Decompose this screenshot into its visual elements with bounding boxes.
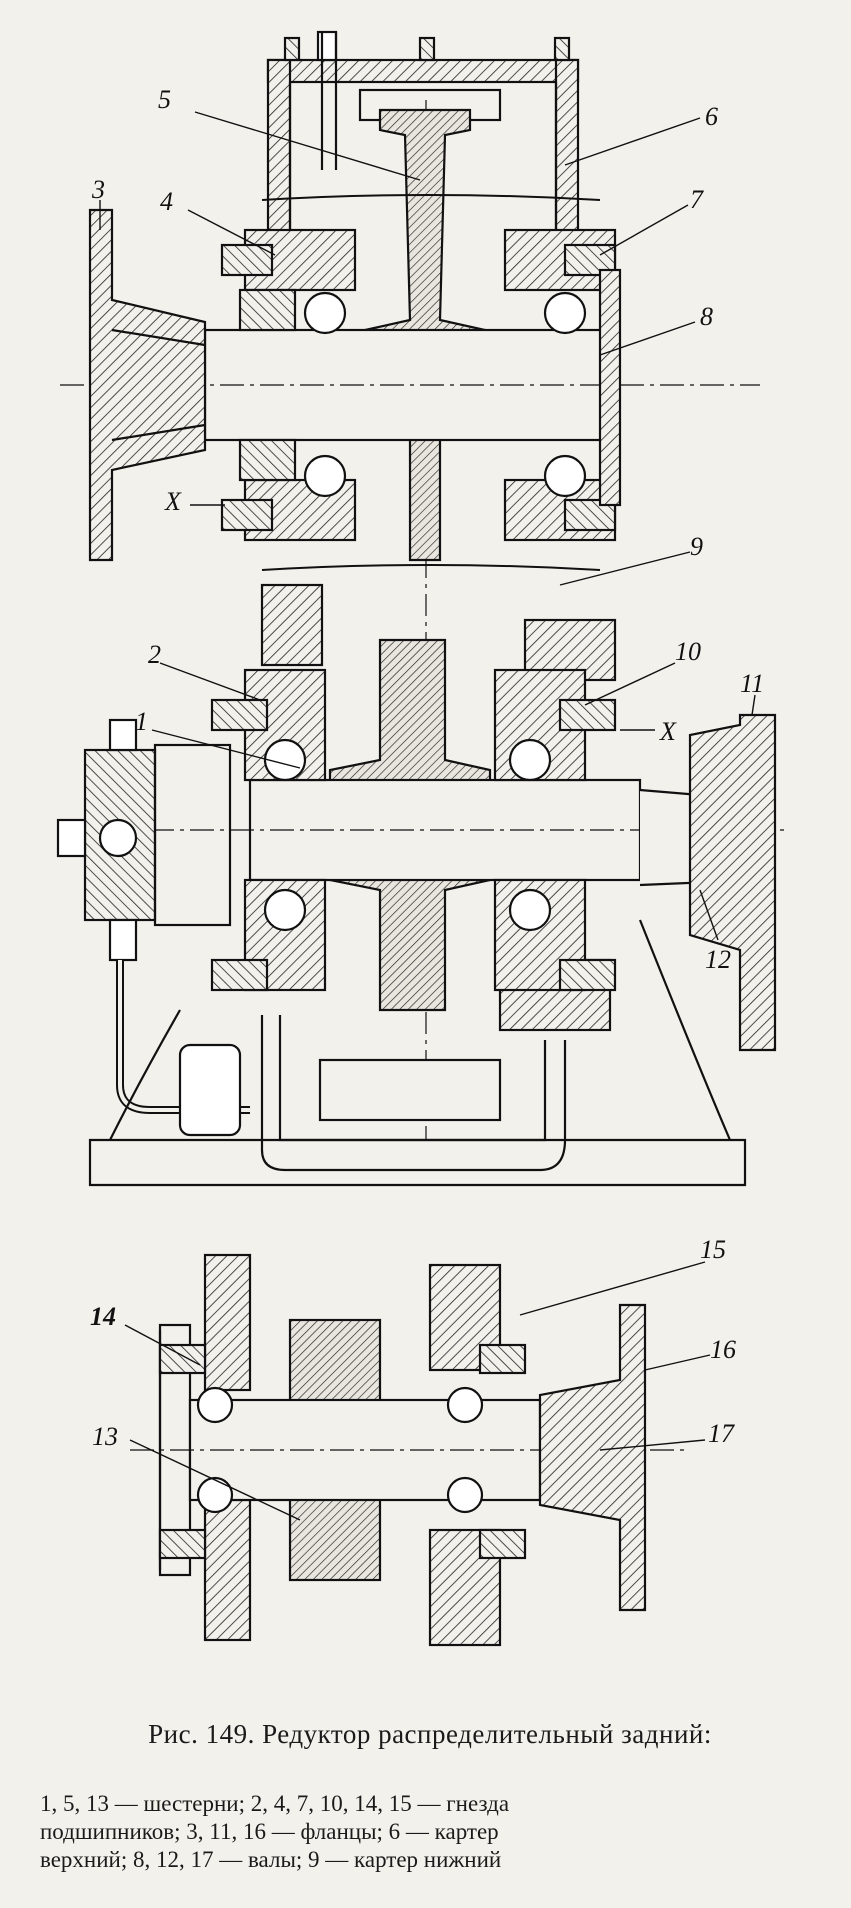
figure-caption: Рис. 149. Редуктор распределительный зад… (148, 1719, 712, 1749)
label-9: 9 (690, 532, 703, 561)
label-2: 2 (148, 640, 161, 669)
bearing-housing-15 (446, 1343, 527, 1560)
label-5: 5 (158, 85, 171, 114)
label-15: 15 (700, 1235, 726, 1264)
bearing-housing-10 (493, 668, 617, 992)
mounting-base (88, 919, 747, 1187)
label-x-left: X (164, 487, 182, 516)
shaft-8 (60, 328, 760, 442)
label-10: 10 (675, 637, 701, 666)
bearing-housing-14 (158, 1343, 234, 1560)
label-3: 3 (91, 175, 105, 204)
label-17: 17 (708, 1419, 735, 1448)
flange-11 (688, 713, 777, 1052)
label-1: 1 (135, 707, 148, 736)
label-16: 16 (710, 1335, 736, 1364)
shaft-12 (70, 778, 790, 887)
bearing-housing-2 (210, 668, 327, 992)
bearing-housing-4 (220, 228, 357, 542)
gap-x-markers (190, 504, 655, 731)
flange-16 (538, 1303, 647, 1612)
label-6: 6 (705, 102, 718, 131)
bearing-housing-7 (503, 228, 622, 542)
legend-line-3: верхний; 8, 12, 17 — валы; 9 — картер ни… (40, 1847, 502, 1872)
label-11: 11 (740, 669, 764, 698)
speedometer-drive (56, 718, 250, 1137)
legend-line-1: 1, 5, 13 — шестерни; 2, 4, 7, 10, 14, 15… (40, 1791, 510, 1816)
leader-lines (99, 111, 756, 1521)
label-8: 8 (700, 302, 713, 331)
gearbox-drawing: 5 6 3 4 7 8 X 9 10 2 1 X 11 12 15 14 16 … (56, 30, 790, 1647)
figure-legend: 1, 5, 13 — шестерни; 2, 4, 7, 10, 14, 15… (40, 1790, 830, 1874)
label-14: 14 (90, 1302, 116, 1331)
label-x-right: X (659, 717, 677, 746)
label-7: 7 (690, 185, 704, 214)
label-13: 13 (92, 1422, 118, 1451)
label-4: 4 (160, 187, 173, 216)
part-labels: 5 6 3 4 7 8 X 9 10 2 1 X 11 12 15 14 16 … (90, 85, 764, 1451)
upper-housing-6 (266, 30, 580, 262)
legend-line-2: подшипников; 3, 11, 16 — фланцы; 6 — кар… (40, 1819, 499, 1844)
shaft-17 (130, 1398, 690, 1502)
flange-3 (88, 208, 207, 562)
label-12: 12 (705, 945, 731, 974)
